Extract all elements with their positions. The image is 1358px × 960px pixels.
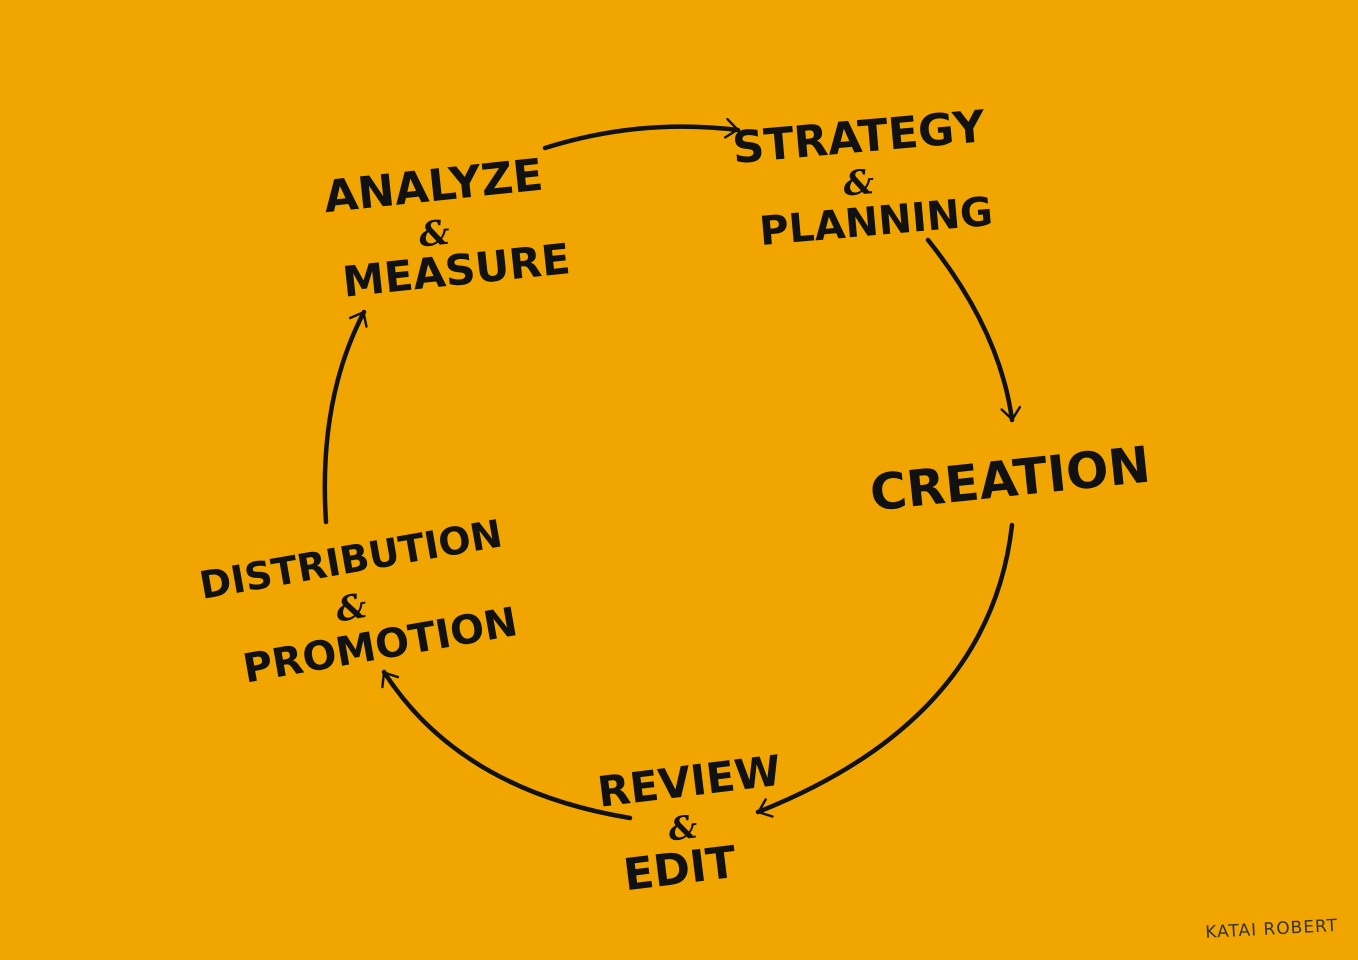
step-distribution-amp: & — [333, 586, 370, 631]
arrow-analyze-to-strategy — [542, 117, 741, 151]
step-review-amp: & — [666, 807, 699, 848]
arrow-strategy-to-creation — [925, 237, 1022, 423]
arrow-review-to-distribution — [381, 669, 633, 821]
arrow-distribution-to-analyze — [322, 309, 368, 525]
step-strategy-planning: STRATEGY & PLANNING — [730, 101, 994, 255]
step-strategy-amp: & — [842, 162, 876, 205]
step-analyze-amp: & — [417, 213, 452, 256]
arrow-creation-to-review — [755, 522, 1015, 818]
